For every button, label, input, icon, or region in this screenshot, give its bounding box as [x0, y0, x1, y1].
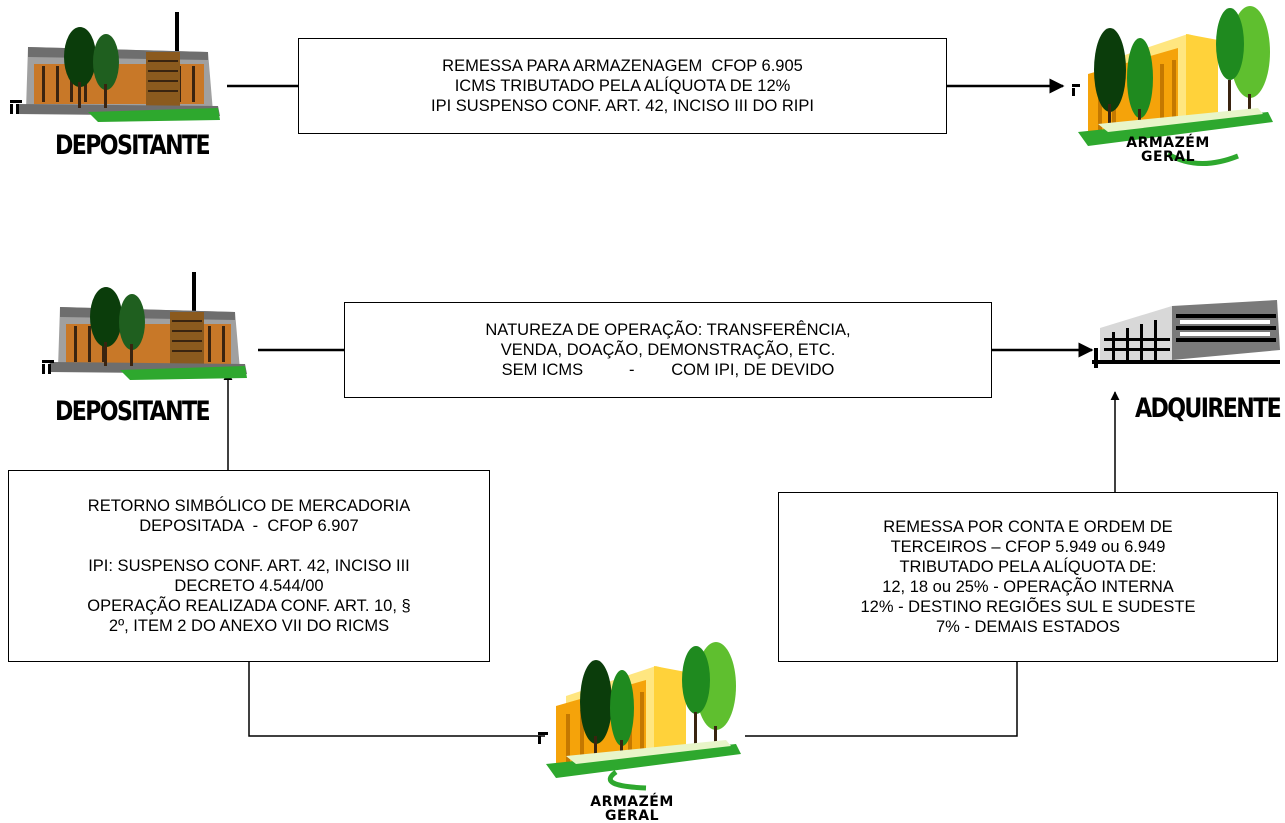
- box-line: 12, 18 ou 25% - OPERAÇÃO INTERNA: [882, 578, 1174, 596]
- box-line: IPI SUSPENSO CONF. ART. 42, INCISO III D…: [431, 97, 814, 115]
- box-line: OPERAÇÃO REALIZADA CONF. ART. 10, §: [87, 597, 411, 615]
- box-line: DEPOSITADA - CFOP 6.907: [139, 517, 359, 535]
- armazem-line1: ARMAZÉM: [1126, 135, 1210, 151]
- armazem-line2: GERAL: [1140, 149, 1196, 165]
- box-remessa-conta-ordem: REMESSA POR CONTA E ORDEM DE TERCEIROS –…: [778, 492, 1278, 662]
- node-depositante-top: DEPOSITANTE: [55, 130, 211, 161]
- connector-armazem-to-remessa: [745, 662, 1018, 737]
- box-natureza-operacao: NATUREZA DE OPERAÇÃO: TRANSFERÊNCIA, VEN…: [344, 302, 992, 398]
- box-line: IPI: SUSPENSO CONF. ART. 42, INCISO III: [88, 557, 410, 575]
- node-armazem-bottom: ARMAZÉM GERAL: [572, 795, 692, 823]
- box-retorno-simbolico: RETORNO SIMBÓLICO DE MERCADORIA DEPOSITA…: [8, 470, 490, 662]
- box-line: REMESSA PARA ARMAZENAGEM CFOP 6.905: [442, 57, 803, 75]
- box-remessa-armazenagem: REMESSA PARA ARMAZENAGEM CFOP 6.905 ICMS…: [298, 38, 947, 134]
- box-line: 2º, ITEM 2 DO ANEXO VII DO RICMS: [108, 617, 390, 635]
- warehouse-icon-top: [1072, 6, 1273, 167]
- node-depositante-mid: DEPOSITANTE: [55, 396, 211, 427]
- box-line: TRIBUTADO PELA ALÍQUOTA DE:: [899, 558, 1157, 576]
- connector-armazem-to-retorno: [248, 662, 545, 737]
- box-line: VENDA, DOAÇÃO, DEMONSTRAÇÃO, ETC.: [500, 341, 836, 359]
- node-adquirente: ADQUIRENTE: [1135, 393, 1282, 424]
- box-line: 12% - DESTINO REGIÕES SUL E SUDESTE: [860, 598, 1196, 616]
- box-line: TERCEIROS – CFOP 5.949 ou 6.949: [890, 538, 1166, 556]
- box-line: RETORNO SIMBÓLICO DE MERCADORIA: [87, 497, 411, 515]
- node-armazem-top: ARMAZÉM GERAL: [1108, 136, 1228, 164]
- box-line: ICMS TRIBUTADO PELA ALÍQUOTA DE 12%: [454, 77, 791, 95]
- box-line: 7% - DEMAIS ESTADOS: [936, 618, 1120, 636]
- armazem-line2: GERAL: [604, 808, 660, 823]
- box-line: SEM ICMS - COM IPI, DE DEVIDO: [501, 361, 835, 379]
- factory-icon-top: [10, 12, 220, 122]
- factory-icon-mid: [42, 272, 247, 380]
- armazem-line1: ARMAZÉM: [590, 794, 674, 810]
- office-building-icon: [1092, 300, 1280, 368]
- box-line: DECRETO 4.544/00: [174, 577, 324, 595]
- box-line: NATUREZA DE OPERAÇÃO: TRANSFERÊNCIA,: [485, 321, 851, 339]
- warehouse-icon-bottom: [538, 642, 741, 791]
- box-line: REMESSA POR CONTA E ORDEM DE: [883, 518, 1173, 536]
